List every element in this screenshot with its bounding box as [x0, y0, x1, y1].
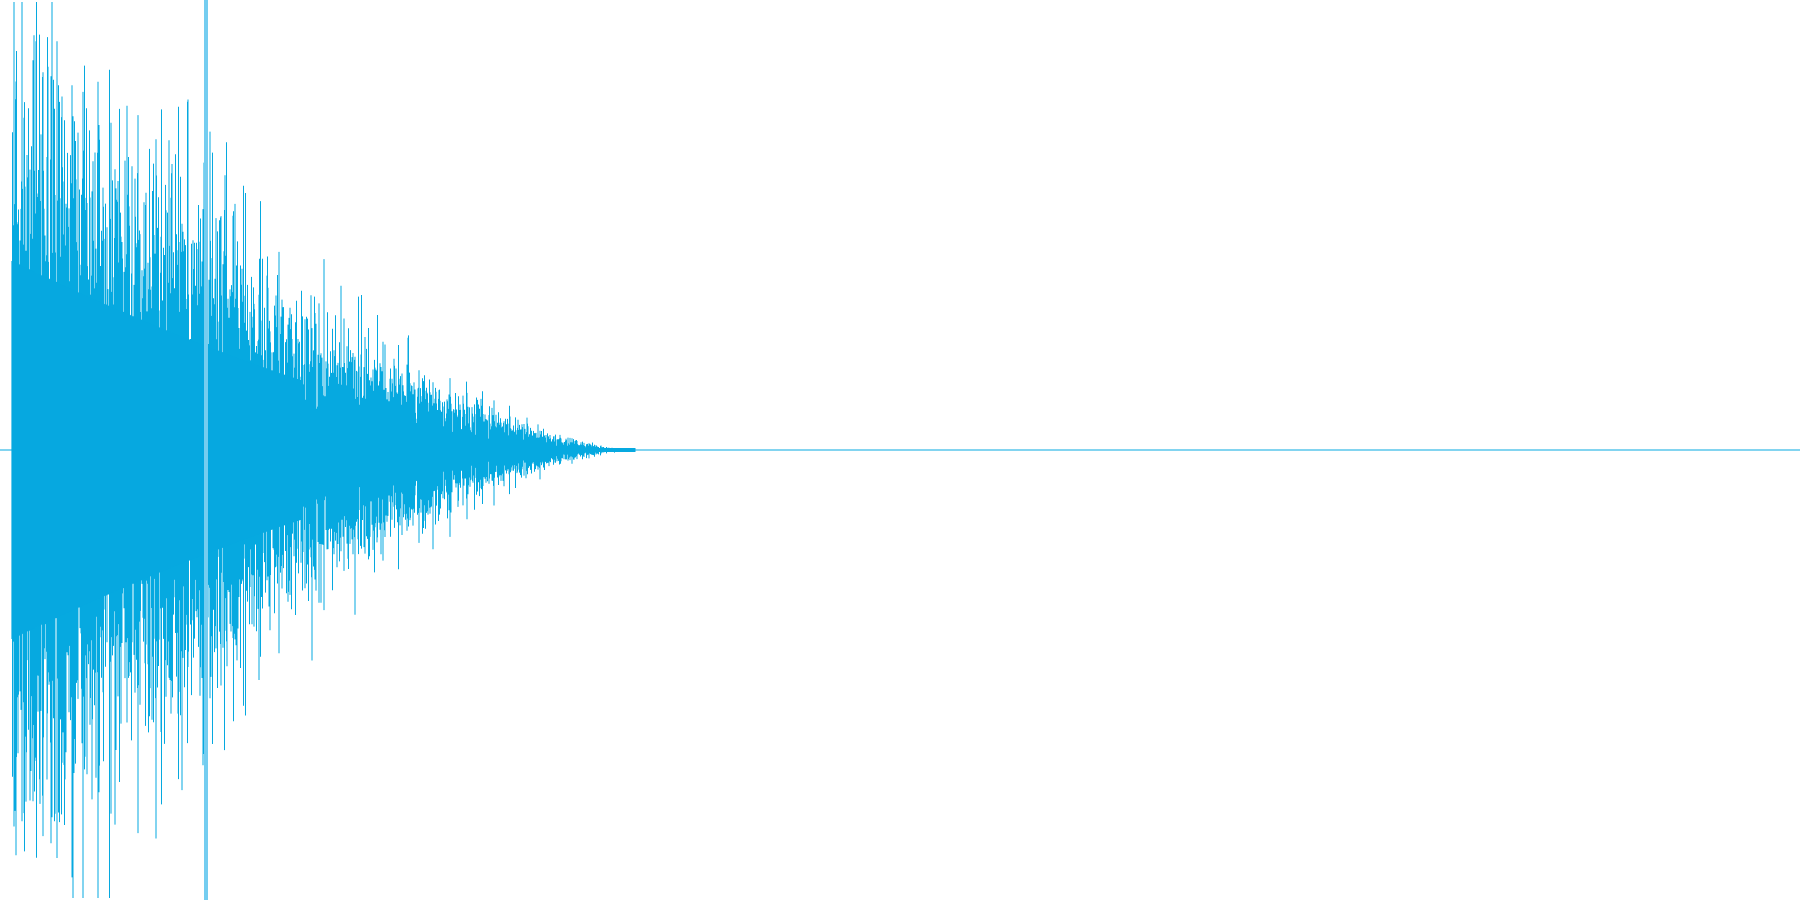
- waveform-samples: [11, 2, 636, 898]
